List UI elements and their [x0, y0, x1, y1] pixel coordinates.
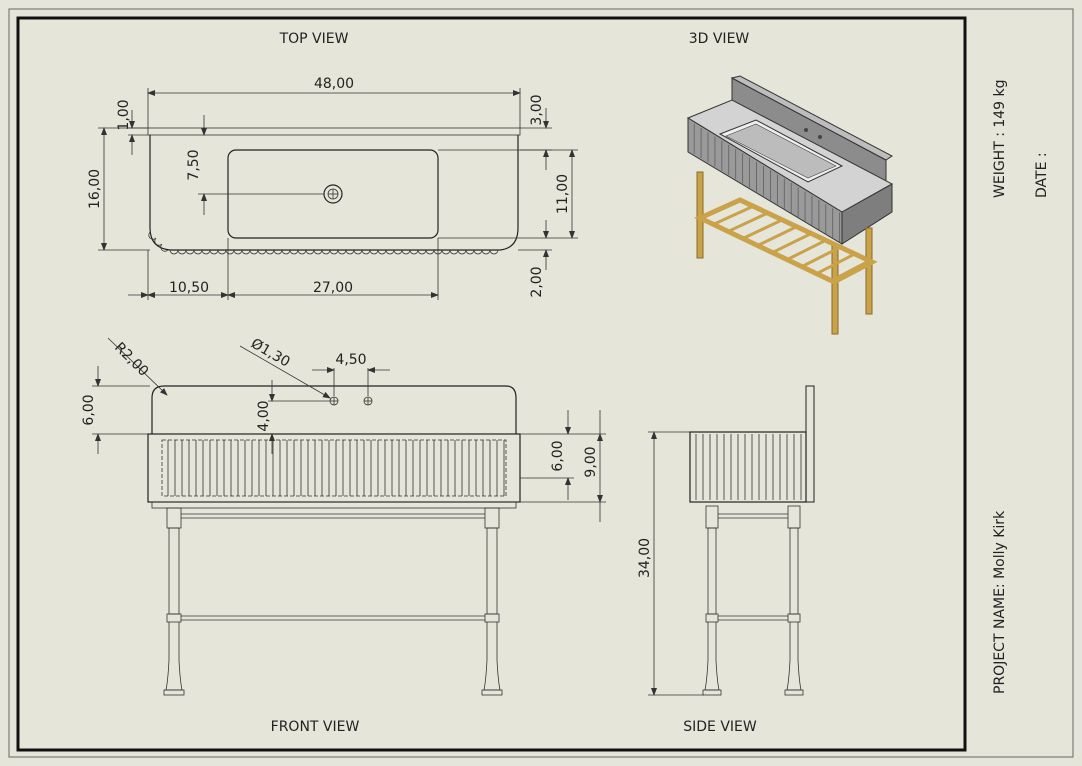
- top-view: 48,00 1,00 16,00 7,50 3,00 11,00 2,00: [87, 76, 578, 300]
- front-view: R2,00 Ø1,30 4,50 6,00 4,00 6,00 9,00: [81, 336, 606, 696]
- project-name-text: PROJECT NAME: Molly Kirk: [992, 510, 1008, 694]
- side-view: 34,00: [637, 385, 815, 696]
- date-text: DATE :: [1034, 152, 1050, 198]
- outer-border: [8, 8, 1074, 758]
- front-backsplash: [151, 385, 517, 434]
- front-apron: [147, 433, 521, 503]
- dim-4-5: 4,50: [335, 352, 366, 368]
- dim-10-5: 10,50: [169, 280, 209, 296]
- dim-2: 2,00: [529, 266, 545, 297]
- iso-view-label: 3D VIEW: [689, 31, 750, 47]
- dim-27: 27,00: [313, 280, 353, 296]
- dim-hole-dia: Ø1,30: [248, 336, 293, 371]
- side-apron: [689, 431, 807, 503]
- dim-r2: R2,00: [111, 340, 151, 380]
- top-view-label: TOP VIEW: [279, 31, 349, 47]
- dim-16: 16,00: [87, 169, 103, 209]
- dim-9: 9,00: [583, 446, 599, 477]
- side-view-label: SIDE VIEW: [683, 719, 757, 735]
- drawing-frame: [16, 16, 967, 752]
- front-view-label: FRONT VIEW: [271, 719, 360, 735]
- dim-34: 34,00: [637, 538, 653, 578]
- dim-6-splash: 6,00: [81, 394, 97, 425]
- dim-7-5: 7,50: [186, 149, 202, 180]
- dim-11: 11,00: [555, 174, 571, 214]
- iso-view: [686, 75, 894, 335]
- dim-1: 1,00: [116, 99, 132, 130]
- weight-text: WEIGHT : 149 kg: [992, 79, 1008, 198]
- dim-48: 48,00: [314, 76, 354, 92]
- scalloped-edge: [148, 231, 500, 255]
- dim-4: 4,00: [256, 400, 272, 431]
- dim-6-apron: 6,00: [550, 440, 566, 471]
- dim-3: 3,00: [529, 94, 545, 125]
